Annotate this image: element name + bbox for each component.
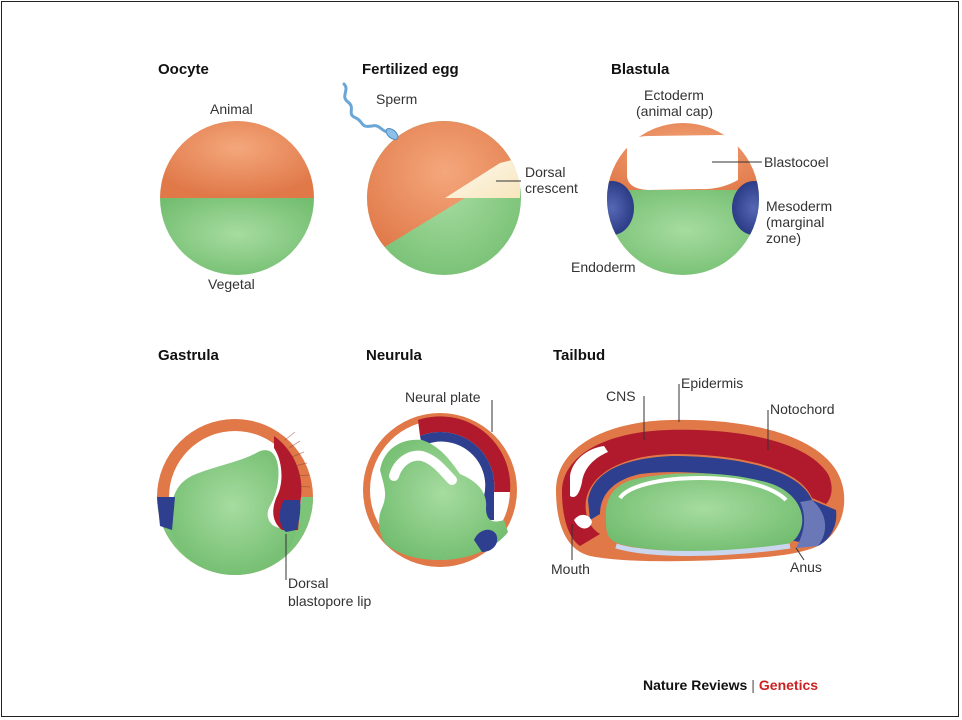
tailbud-panel: Tailbud CNS Epidermis Notochord Mouth An… xyxy=(551,347,844,577)
credit-separator: | xyxy=(751,677,755,693)
animal-label: Animal xyxy=(210,101,253,117)
dorsal-label: Dorsal xyxy=(525,164,565,180)
epidermis-label: Epidermis xyxy=(681,375,743,391)
endoderm-label: Endoderm xyxy=(571,259,636,275)
gastrula-title: Gastrula xyxy=(158,347,220,364)
crescent-label: crescent xyxy=(525,180,578,196)
dorsal-lip-label: Dorsal xyxy=(288,575,328,591)
neurula-title: Neurula xyxy=(366,347,423,364)
fertilized-egg-title: Fertilized egg xyxy=(362,61,459,78)
cns-label: CNS xyxy=(606,388,636,404)
oocyte-panel: Oocyte Animal Vegetal xyxy=(155,61,320,292)
vegetal-hemisphere xyxy=(155,198,320,278)
animal-cap-label: (animal cap) xyxy=(636,103,713,119)
journal-credit: Nature Reviews|Genetics xyxy=(643,677,818,693)
vegetal-label: Vegetal xyxy=(208,276,255,292)
tailbud-title: Tailbud xyxy=(553,347,605,364)
ectoderm-label: Ectoderm xyxy=(644,87,704,103)
neurula-panel: Neurula Neural plate xyxy=(363,347,517,567)
blastula-title: Blastula xyxy=(611,61,670,78)
blastula-panel: Blastula Ectoderm (animal cap) Blastocoe… xyxy=(571,61,832,280)
tailbud-endoderm xyxy=(606,473,802,552)
anus-label: Anus xyxy=(790,559,822,575)
egg-cell xyxy=(355,110,535,285)
journal-section: Genetics xyxy=(759,677,818,693)
mesoderm-label: Mesoderm xyxy=(766,198,832,214)
zone-label: zone) xyxy=(766,230,801,246)
blastocoel-label: Blastocoel xyxy=(764,154,829,170)
marginal-label: (marginal xyxy=(766,214,824,230)
gastrula-panel: Gastrula Dorsal blastopore lip xyxy=(157,347,371,609)
neural-plate-label: Neural plate xyxy=(405,389,481,405)
animal-hemisphere xyxy=(155,115,320,198)
mouth-label: Mouth xyxy=(551,561,590,577)
oocyte-cell xyxy=(155,115,320,278)
gastrula-ventral-mesoderm xyxy=(157,497,175,530)
fertilized-egg-panel: Fertilized egg Sperm Dorsal crescent xyxy=(344,61,578,285)
notochord-label: Notochord xyxy=(770,401,835,417)
blastopore-lip-label: blastopore lip xyxy=(288,593,371,609)
mesoderm-left xyxy=(590,181,634,235)
oocyte-title: Oocyte xyxy=(158,61,209,78)
journal-name: Nature Reviews xyxy=(643,677,747,693)
sperm-label: Sperm xyxy=(376,91,417,107)
